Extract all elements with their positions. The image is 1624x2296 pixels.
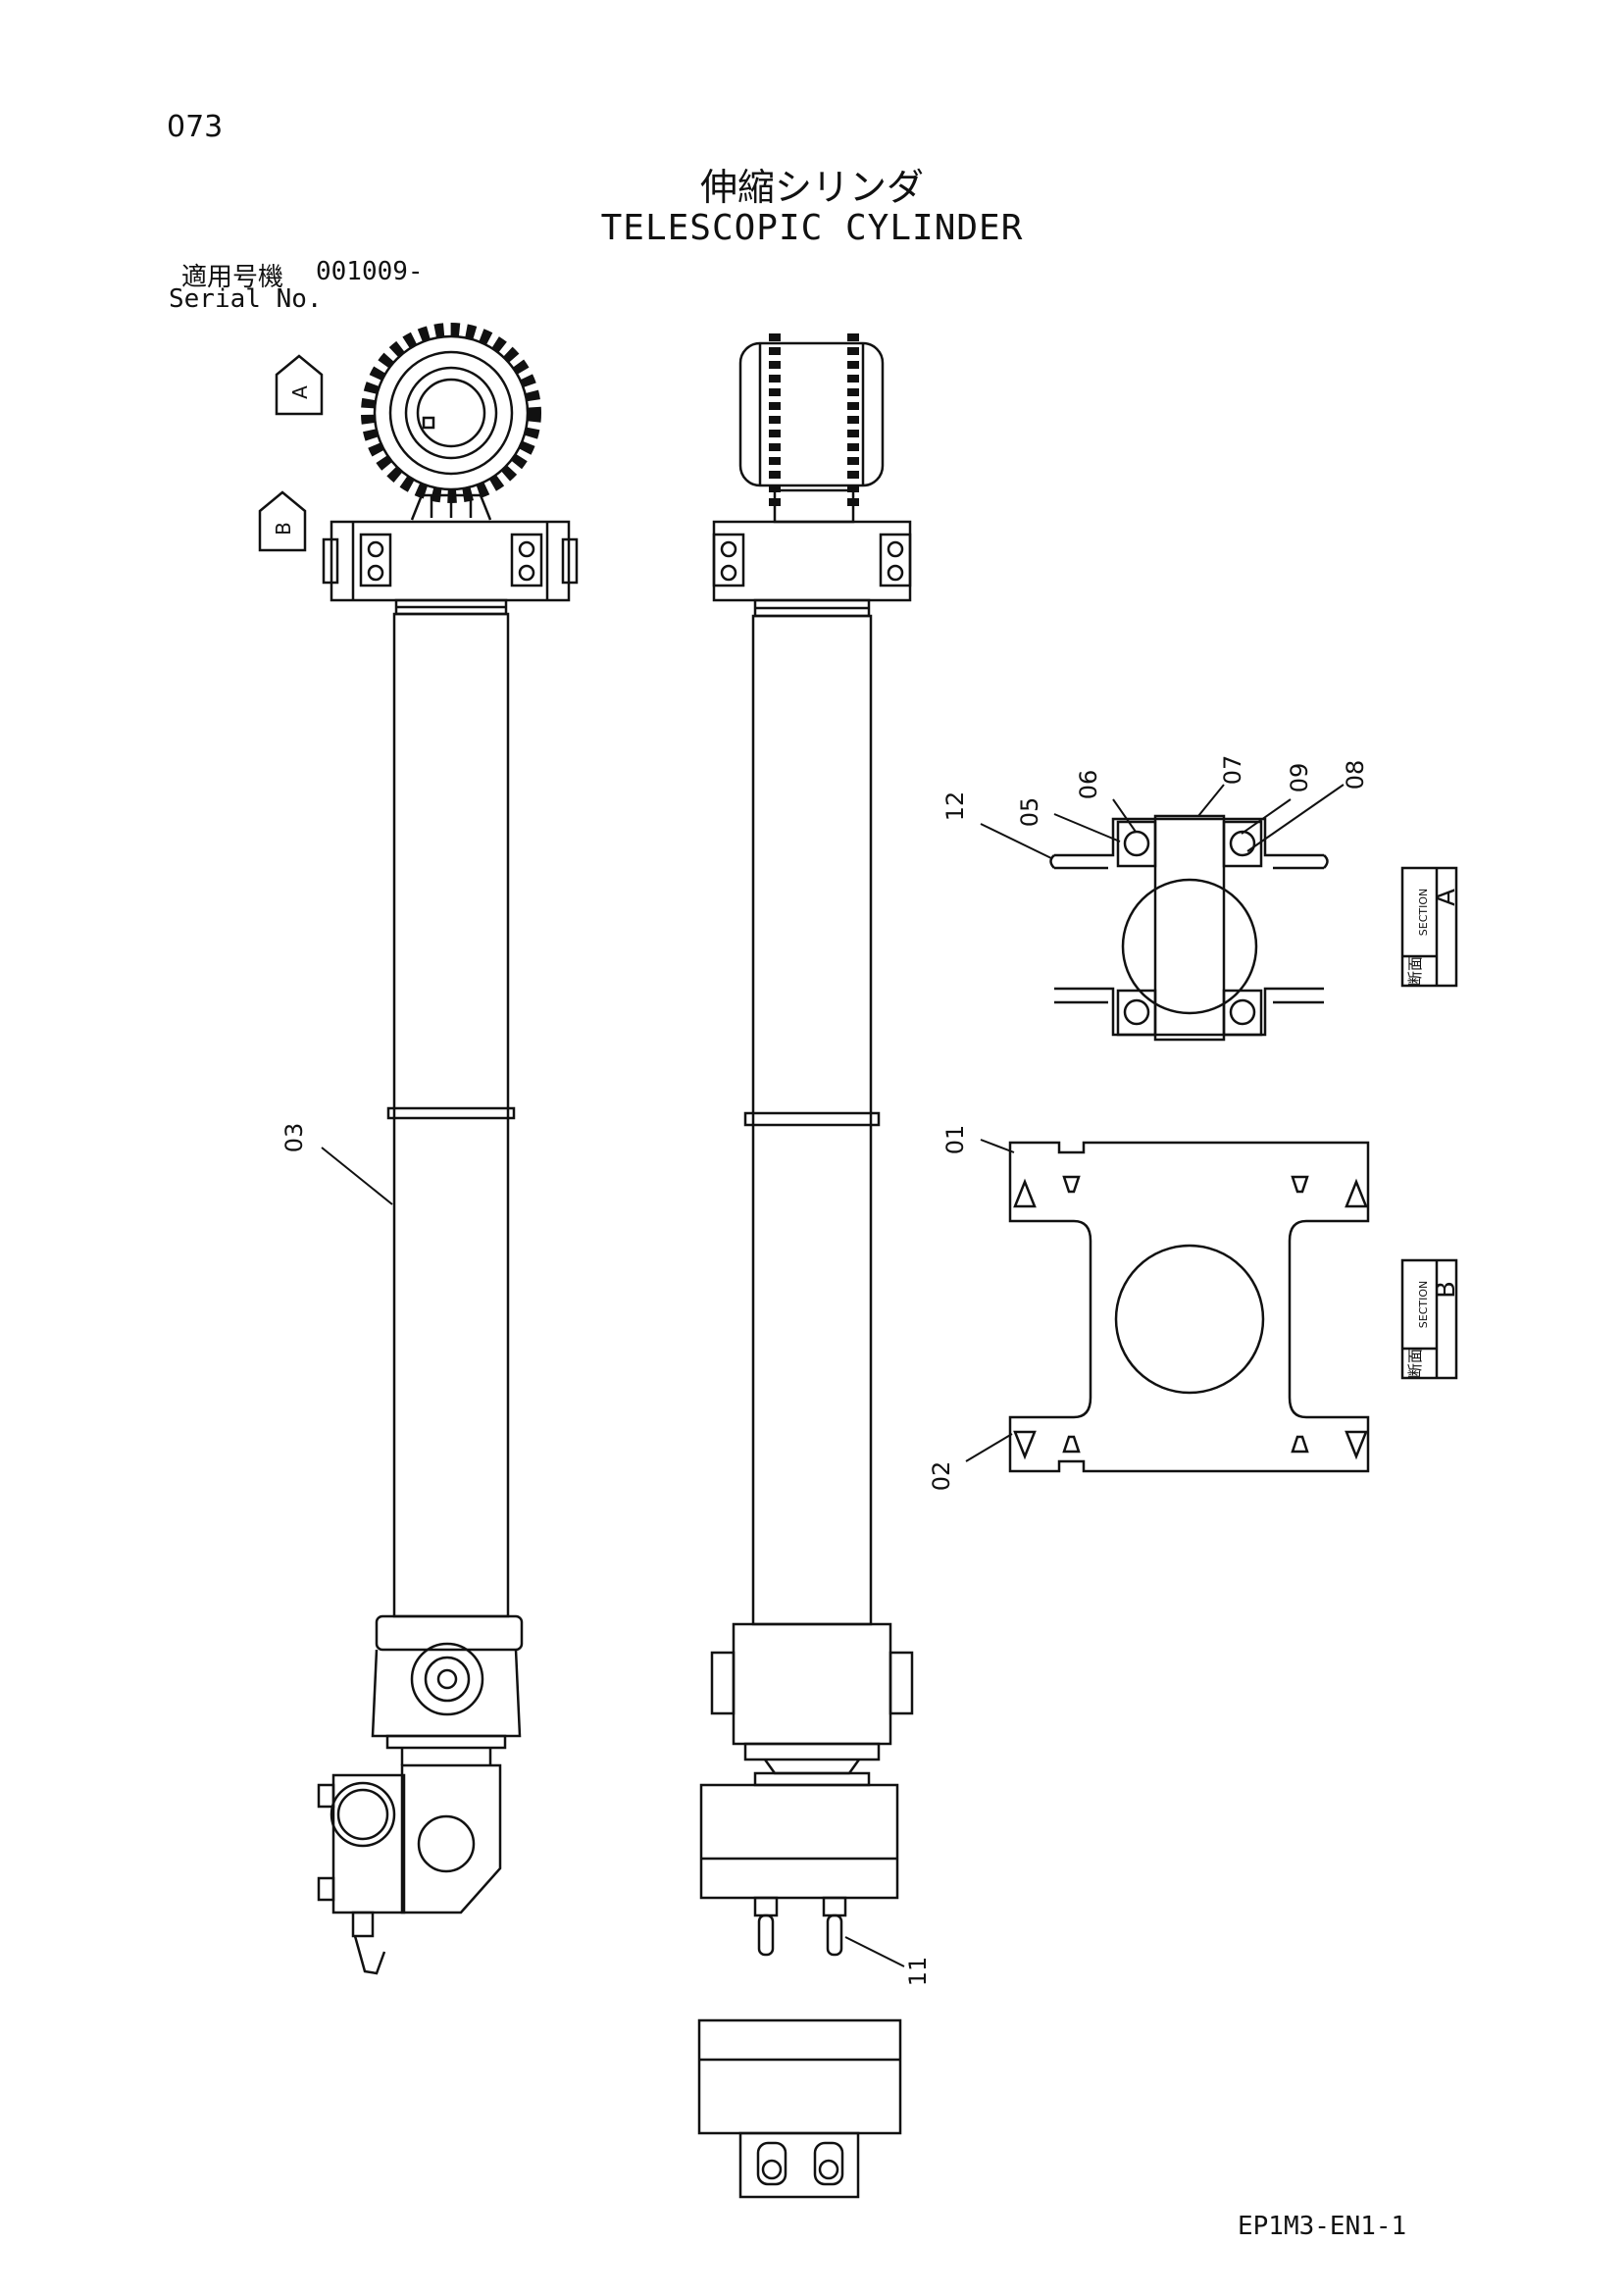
valve-block	[400, 1763, 502, 1914]
callout-09: 09	[1286, 763, 1313, 793]
title-english: TELESCOPIC CYLINDER	[600, 208, 1024, 248]
callout-12: 12	[941, 791, 969, 822]
callout-01: 01	[941, 1125, 969, 1155]
section-b-label-en: SECTION	[1417, 1281, 1430, 1328]
callouts: 01 02 03 05 06 07 08 09 11 12	[280, 755, 1369, 1987]
section-a-pin	[1153, 814, 1226, 1042]
section-a-label-en: SECTION	[1417, 889, 1430, 936]
section-a-detail	[1049, 814, 1329, 1042]
side-valve-block	[699, 1783, 899, 1900]
section-b-label: 断面 SECTION B	[1400, 1258, 1461, 1380]
callout-06: 06	[1075, 770, 1102, 800]
view-marker-b: B	[258, 490, 307, 552]
callout-05: 05	[1016, 797, 1043, 828]
serial-label-japanese: 適用号機	[181, 263, 284, 292]
section-a-letter: A	[1432, 889, 1461, 906]
section-a-label: 断面 SECTION A	[1400, 866, 1461, 988]
side-cylinder-barrel	[751, 614, 873, 1626]
view-marker-a-letter: A	[288, 385, 312, 399]
sprocket	[361, 323, 541, 503]
side-view	[699, 333, 914, 1957]
page-number: 073	[167, 110, 224, 144]
bottom-eye	[410, 1642, 484, 1716]
title-japanese: 伸縮シリンダ	[699, 166, 924, 209]
callout-07: 07	[1219, 755, 1246, 786]
callout-11: 11	[904, 1957, 932, 1987]
front-view	[317, 323, 579, 1975]
section-b-bore	[1114, 1244, 1265, 1395]
callout-02: 02	[928, 1461, 955, 1492]
bottom-view	[697, 2018, 902, 2199]
cylinder-barrel	[392, 612, 510, 1618]
view-marker-b-letter: B	[272, 522, 295, 536]
section-b-letter: B	[1432, 1281, 1461, 1299]
view-marker-a: A	[275, 354, 324, 416]
callout-03: 03	[280, 1123, 308, 1153]
serial-label-english: Serial No.	[169, 284, 323, 314]
section-a-label-jp: 断面	[1406, 956, 1424, 986]
section-b-detail	[1008, 1141, 1370, 1473]
callout-08: 08	[1342, 760, 1369, 791]
serial-value: 001009-	[316, 257, 424, 286]
section-b-label-jp: 断面	[1406, 1349, 1424, 1378]
document-code: EP1M3-EN1-1	[1238, 2212, 1407, 2241]
